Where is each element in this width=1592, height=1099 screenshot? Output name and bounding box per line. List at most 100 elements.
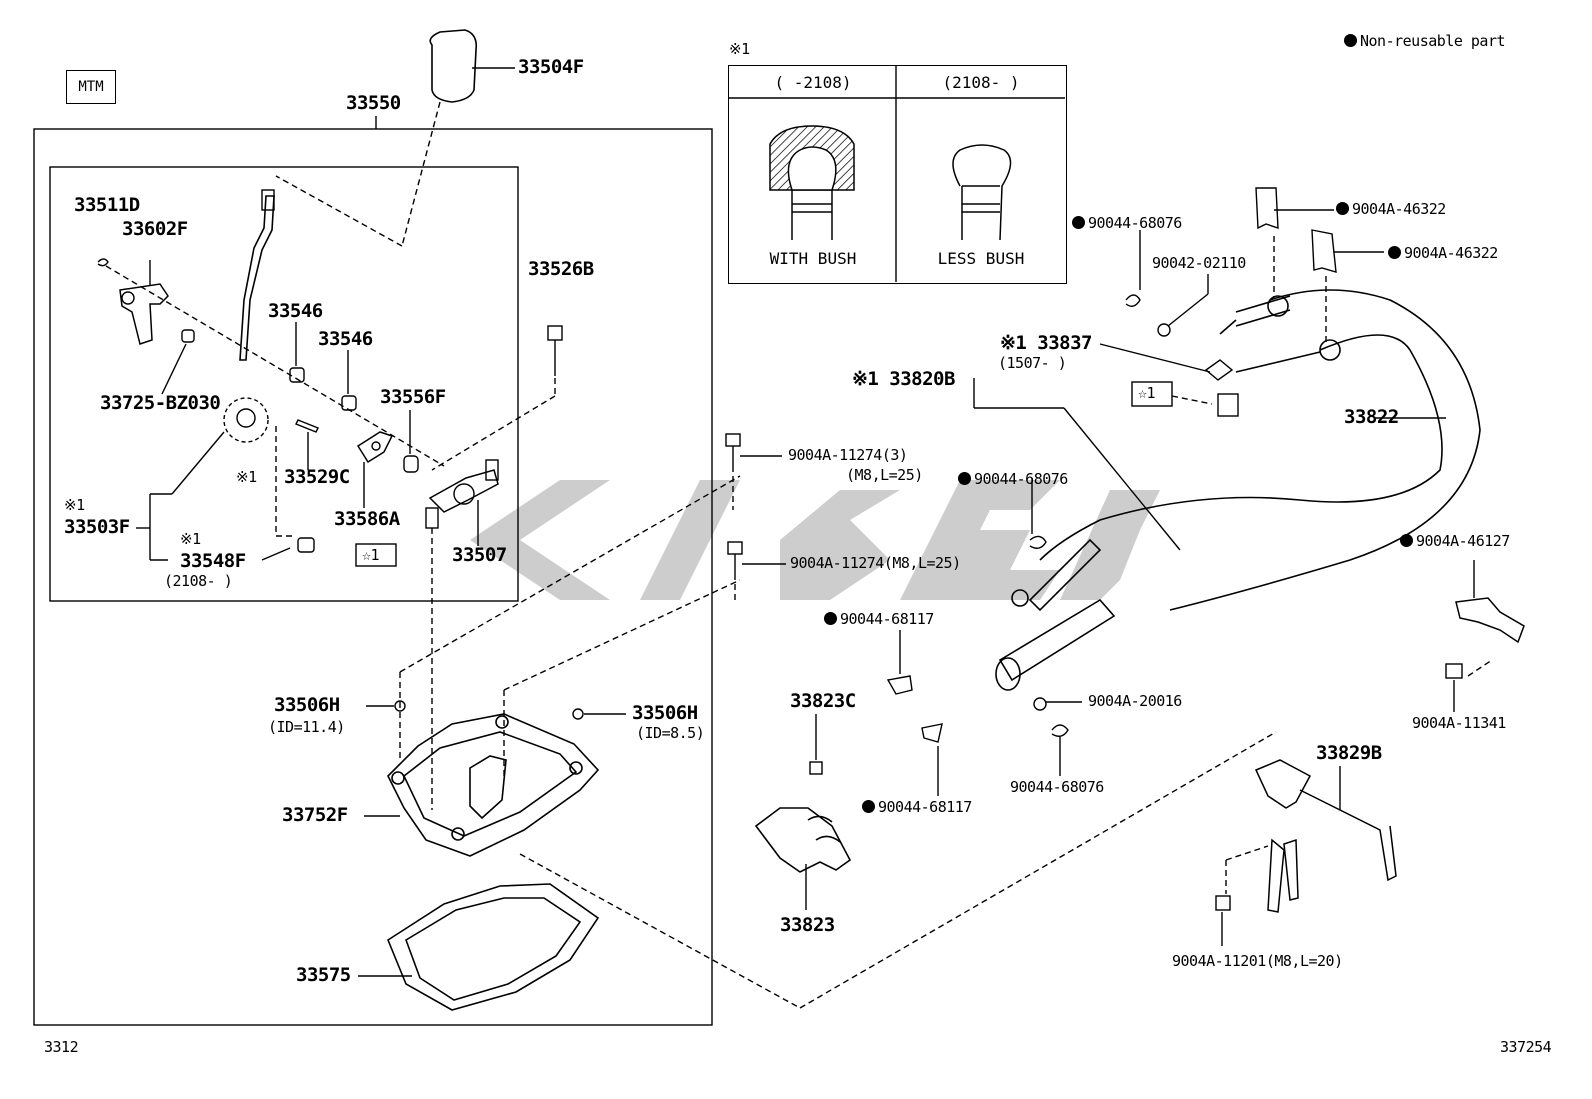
table-col1-header: ( -2108): [774, 73, 852, 92]
label-33503F: 33503F: [64, 516, 130, 538]
watermark: [470, 480, 1160, 600]
bush-33503F: [223, 397, 269, 443]
bush-33556F: [403, 455, 419, 473]
label-33556F: 33556F: [380, 386, 446, 408]
clip-90044-68076-bot: [1051, 724, 1069, 737]
shaft-33507: [425, 459, 499, 529]
label-33526B: 33526B: [528, 258, 594, 280]
clip-90044-68117-b: [921, 723, 943, 743]
plate-9004A-46322-b: [1311, 229, 1337, 273]
bush-33546a: [289, 367, 305, 383]
label-33823: 33823: [780, 914, 835, 936]
label-33546-a: 33546: [268, 300, 323, 322]
label-90044-68117-b: 90044-68117: [862, 800, 972, 815]
bolt-9004A-11274-3: [725, 433, 741, 472]
cable-33822: [1039, 289, 1481, 611]
shift-lever-rod: [239, 189, 275, 361]
bush-variant-table: ( -2108) (2108- ) WITH BUSH LESS BUSH: [728, 65, 1067, 284]
assembly-frame: [33, 128, 713, 1026]
label-9004A-20016: 9004A-20016: [1088, 692, 1182, 710]
shift-knob: [275, 29, 515, 247]
plate-33586A: [356, 431, 394, 464]
connector-33837: [1204, 359, 1234, 381]
cable-end-33820B: [995, 538, 1116, 691]
label-33548F-range: (2108- ): [164, 572, 233, 590]
label-33586A: 33586A: [334, 508, 400, 530]
bush-33546b: [341, 395, 357, 411]
label-9004A-46322-b: 9004A-46322: [1388, 246, 1498, 261]
label-33550: 33550: [346, 92, 401, 114]
label-33823C: 33823C: [790, 690, 856, 712]
label-90044-68117-a: 90044-68117: [824, 612, 934, 627]
with-bush-illustration: [769, 125, 855, 240]
label-90044-68076-bot: 90044-68076: [1010, 778, 1104, 796]
label-33511D: 33511D: [74, 194, 140, 216]
lever-33602F: [119, 283, 169, 345]
label-33546-b: 33546: [318, 328, 373, 350]
label-33602F: 33602F: [122, 218, 188, 240]
bracket-9004A-46127: [1455, 597, 1525, 644]
footer-left-code: 3312: [44, 1038, 79, 1056]
label-33837: ※1 33837: [1000, 332, 1093, 354]
label-33507: 33507: [452, 544, 507, 566]
star-box-a: [355, 543, 397, 567]
label-33506H-right: 33506H: [632, 702, 698, 724]
table-col2-header: (2108- ): [942, 73, 1020, 92]
label-star-1-b: ☆1: [1138, 384, 1156, 402]
label-33725-BZ030: 33725-BZ030: [100, 392, 221, 414]
clip-90044-68117-a: [886, 675, 913, 695]
label-90044-68076-top: 90044-68076: [1072, 216, 1182, 231]
bolt-33529C: [295, 419, 319, 433]
label-33548F: 33548F: [180, 550, 246, 572]
clip-90044-68076-mid: [1029, 535, 1047, 549]
washer-90042-02110: [1157, 323, 1171, 337]
label-33752F: 33752F: [282, 804, 348, 826]
bracket-33823: [754, 807, 852, 873]
bolt-9004A-11201: [1215, 895, 1231, 911]
bush-33725: [181, 329, 195, 343]
table-note-mark: ※1: [729, 40, 750, 58]
shift-lever-subframe: [49, 166, 519, 602]
bolt-9004A-11341: [1445, 663, 1463, 679]
bolt-33526B: [547, 325, 563, 376]
bolt-9004A-11274: [727, 541, 743, 580]
footer-right-code: 337254: [1500, 1038, 1552, 1056]
gasket-33575: [387, 883, 600, 1011]
label-33829B: 33829B: [1316, 742, 1382, 764]
label-33548F-mark: ※1: [180, 530, 201, 548]
label-33837-range: (1507- ): [998, 354, 1067, 372]
label-star-1-a: ☆1: [362, 546, 380, 564]
label-90044-68076-mid: 90044-68076: [958, 472, 1068, 487]
table-col1-caption: WITH BUSH: [769, 249, 857, 268]
label-9004A-11341: 9004A-11341: [1412, 714, 1506, 732]
bolt-33823C: [809, 761, 823, 775]
label-33506H-left-id: (ID=11.4): [268, 718, 345, 736]
washer-9004A-20016: [1033, 697, 1047, 711]
label-9004A-11201: 9004A-11201(M8,L=20): [1172, 952, 1343, 970]
table-col2-caption: LESS BUSH: [937, 249, 1025, 268]
label-9004A-46322-a: 9004A-46322: [1336, 202, 1446, 217]
label-33529C: 33529C: [284, 466, 350, 488]
label-90042-02110: 90042-02110: [1152, 254, 1246, 272]
label-9004A-46127: 9004A-46127: [1400, 534, 1510, 549]
label-9004A-11274: 9004A-11274(M8,L=25): [790, 554, 961, 572]
label-33506H-left: 33506H: [274, 694, 340, 716]
housing-33752F: [387, 713, 600, 857]
label-33822: 33822: [1344, 406, 1399, 428]
label-33575: 33575: [296, 964, 351, 986]
bush-33548F: [297, 537, 315, 553]
plate-9004A-46322-a: [1255, 187, 1279, 230]
variant-box: MTM: [66, 70, 116, 104]
label-33503F-mark: ※1: [64, 496, 85, 514]
label-mark-1: ※1: [236, 468, 257, 486]
label-9004A-11274-3-sub: (M8,L=25): [846, 466, 923, 484]
clip-33511D: [97, 258, 109, 267]
non-reusable-legend: Non-reusable part: [1344, 34, 1506, 49]
star-box-b: [1131, 381, 1173, 407]
label-9004A-11274-3: 9004A-11274(3): [788, 446, 908, 464]
label-33504F: 33504F: [518, 56, 584, 78]
bracket-33829B: [1254, 759, 1397, 913]
label-33820B: ※1 33820B: [852, 368, 955, 390]
less-bush-illustration: [952, 144, 1012, 241]
